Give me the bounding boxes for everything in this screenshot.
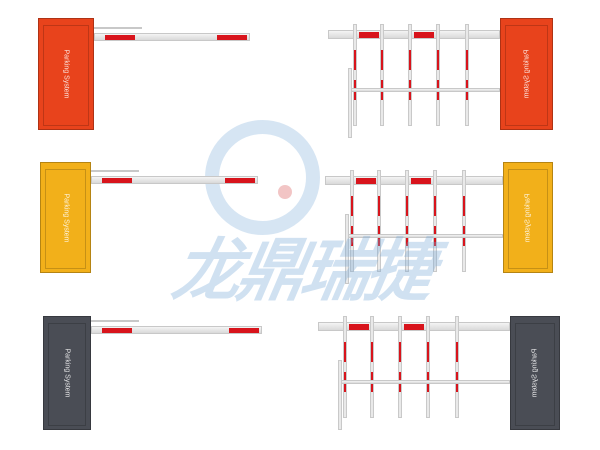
- cabinet-label: Parking System: [524, 192, 532, 243]
- reflective-stripe: [349, 324, 369, 330]
- fence-hanging-post: [338, 360, 342, 430]
- fence-post: [343, 316, 347, 418]
- fence-post: [408, 24, 412, 126]
- fence-post: [370, 316, 374, 418]
- fence-hanging-post: [348, 68, 352, 138]
- fence-hanging-post: [345, 214, 349, 284]
- reflective-stripe: [399, 342, 401, 362]
- reflective-stripe: [378, 196, 380, 216]
- arm-link: [91, 170, 139, 172]
- reflective-stripe: [463, 196, 465, 216]
- watermark-text: 龙鼎瑞捷: [167, 233, 437, 309]
- arm-link: [91, 320, 139, 322]
- barrier-cabinet-yellow-right: Parking System: [503, 162, 553, 273]
- reflective-stripe: [466, 50, 468, 70]
- barrier-cabinet-red: Parking System: [38, 18, 94, 130]
- straight-boom-arm: [91, 326, 262, 334]
- cabinet-label: Parking System: [62, 49, 70, 99]
- cabinet-door: [45, 169, 86, 269]
- reflective-stripe: [354, 50, 356, 70]
- reflective-stripe: [105, 35, 135, 40]
- reflective-stripe: [217, 35, 247, 40]
- cabinet-door: [505, 25, 548, 126]
- barrier-cabinet-yellow: Parking System: [40, 162, 91, 273]
- cabinet-door: [515, 323, 555, 426]
- barrier-cabinet-gray-right: Parking System: [510, 316, 560, 430]
- barrier-cabinet-gray: Parking System: [43, 316, 91, 430]
- reflective-stripe: [404, 324, 424, 330]
- fence-post: [353, 24, 357, 126]
- reflective-stripe: [102, 328, 132, 333]
- cabinet-label: Parking System: [62, 192, 69, 243]
- cabinet-label: Parking System: [63, 348, 71, 398]
- fence-boom-arm: [325, 176, 503, 185]
- fence-post: [380, 24, 384, 126]
- cabinet-door: [48, 323, 86, 426]
- cabinet-door: [508, 169, 548, 269]
- reflective-stripe: [356, 178, 376, 184]
- fence-post: [426, 316, 430, 418]
- reflective-stripe: [427, 342, 429, 362]
- reflective-stripe: [225, 178, 255, 183]
- reflective-stripe: [102, 178, 132, 183]
- arm-link: [94, 27, 142, 29]
- reflective-stripe: [414, 32, 434, 38]
- fence-post: [455, 316, 459, 418]
- fence-post: [398, 316, 402, 418]
- reflective-stripe: [411, 178, 431, 184]
- cabinet-label: Parking System: [531, 348, 539, 398]
- barrier-cabinet-red-right: Parking System: [500, 18, 553, 130]
- reflective-stripe: [229, 328, 259, 333]
- fence-post: [436, 24, 440, 126]
- reflective-stripe: [344, 342, 346, 362]
- straight-boom-arm: [94, 33, 250, 41]
- reflective-stripe: [434, 196, 436, 216]
- fence-boom-arm: [318, 322, 510, 331]
- reflective-stripe: [371, 342, 373, 362]
- reflective-stripe: [409, 50, 411, 70]
- reflective-stripe: [406, 196, 408, 216]
- fence-post: [462, 170, 466, 272]
- reflective-stripe: [351, 196, 353, 216]
- straight-boom-arm: [91, 176, 258, 184]
- fence-lower-bar: [348, 88, 500, 92]
- reflective-stripe: [456, 342, 458, 362]
- fence-post: [465, 24, 469, 126]
- reflective-stripe: [381, 50, 383, 70]
- cabinet-label: Parking System: [523, 49, 530, 99]
- cabinet-door: [43, 25, 89, 126]
- fence-boom-arm: [328, 30, 500, 39]
- watermark-logo-dot: [278, 185, 292, 199]
- reflective-stripe: [359, 32, 379, 38]
- fence-lower-bar: [338, 380, 510, 384]
- reflective-stripe: [437, 50, 439, 70]
